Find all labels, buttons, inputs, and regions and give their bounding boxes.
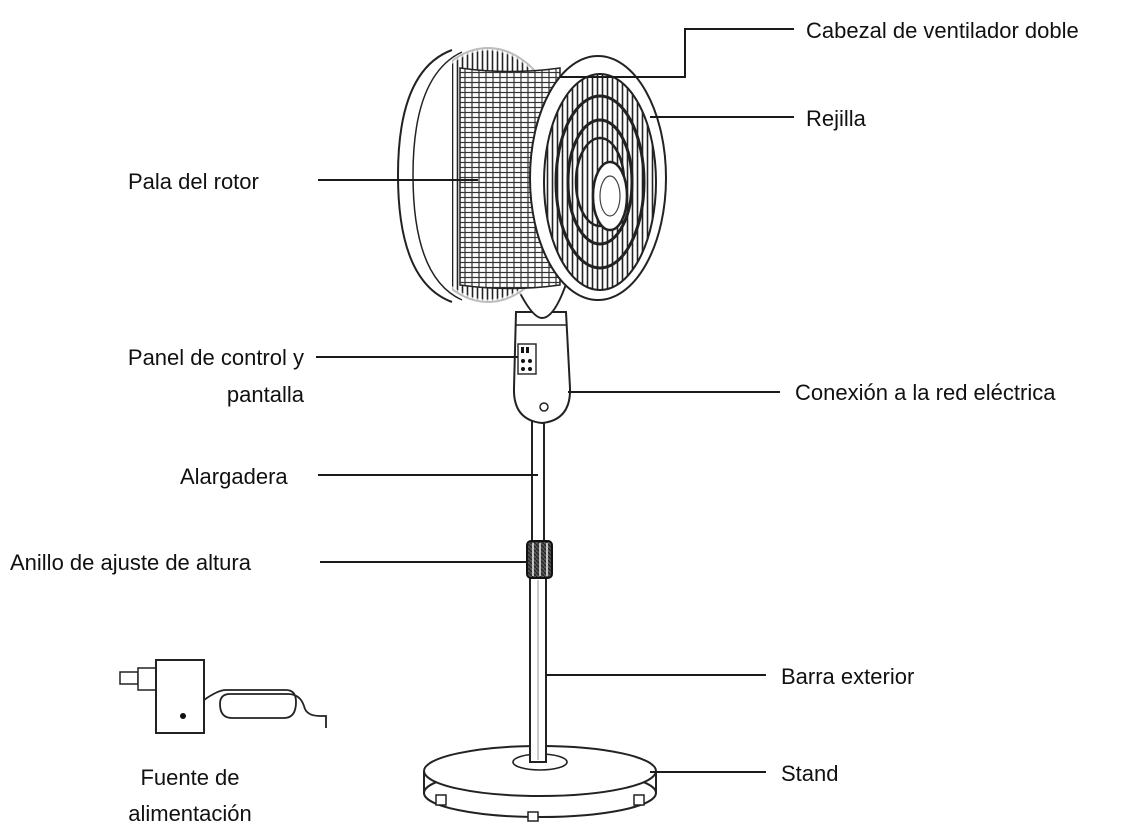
height-adjust-ring (526, 540, 553, 579)
label-grille: Rejilla (806, 106, 866, 131)
dual-fan-head (396, 45, 667, 320)
label-extension: Alargadera (180, 464, 288, 489)
label-dual-fan-head: Cabezal de ventilador doble (806, 18, 1079, 43)
label-height-ring: Anillo de ajuste de altura (10, 550, 251, 575)
label-control-panel-line2: pantalla (226, 382, 304, 407)
label-stand: Stand (781, 761, 839, 786)
leader-dual-fan-head (560, 28, 794, 78)
label-mains-connection: Conexión a la red eléctrica (795, 380, 1056, 405)
label-power-supply-line1: Fuente de (140, 765, 240, 790)
extension-pole (531, 419, 545, 543)
power-supply-icon (119, 659, 327, 734)
label-rotor-blade: Pala del rotor (128, 169, 259, 194)
control-housing (512, 311, 572, 425)
label-control-panel-line1: Panel de control y (127, 345, 304, 370)
label-outer-bar: Barra exterior (781, 664, 915, 689)
label-power-supply-line2: alimentación (128, 801, 252, 826)
outer-bar (529, 577, 547, 763)
leader-lines (316, 28, 794, 773)
